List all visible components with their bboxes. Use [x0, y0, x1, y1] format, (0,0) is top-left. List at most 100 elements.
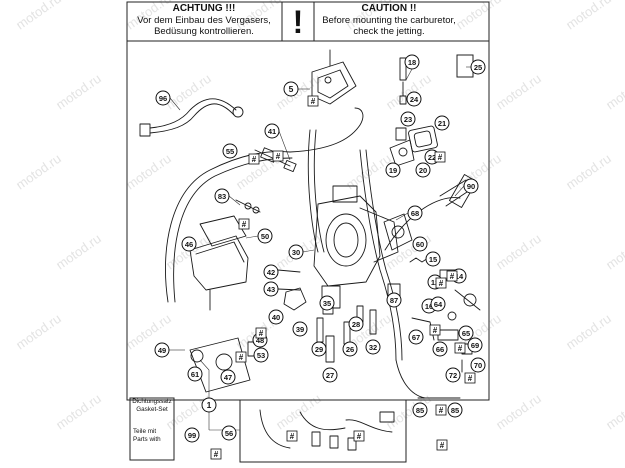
carb-throttle-side: [359, 207, 399, 263]
watermark-text: motod.ru: [563, 151, 614, 193]
watermark-text: motod.ru: [603, 231, 625, 273]
callout-number: 25: [474, 63, 482, 72]
callout-circle: [263, 281, 279, 297]
callout-circle: [283, 81, 299, 97]
hotstart-90: [439, 179, 471, 207]
watermark-text: motod.ru: [123, 151, 174, 193]
marker-hash: #: [259, 329, 264, 338]
marker-box: [235, 351, 247, 363]
watermark-text: motod.ru: [493, 231, 544, 273]
callout-number: 85: [416, 406, 424, 415]
warning-english-line2: check the jetting.: [353, 26, 425, 37]
callout-circle: [288, 244, 304, 260]
marker-box: [435, 404, 447, 416]
callout-90: 90: [463, 178, 479, 194]
callout-25: 25: [470, 59, 486, 75]
leader-90: [454, 185, 465, 197]
callout-circle: [445, 367, 461, 383]
callout-circle: [319, 295, 335, 311]
gasket-set-legend: Dichtungssatz Gasket-Set Teile mit Parts…: [132, 398, 172, 458]
watermark-text: motod.ru: [53, 391, 104, 433]
gasket-set-marker: #: [272, 150, 284, 162]
callout-18: 18: [404, 54, 420, 70]
callout-96: 96: [155, 90, 171, 106]
callout-circle: [430, 296, 446, 312]
watermark-text: motod.ru: [563, 311, 614, 353]
callout-number: 29: [315, 345, 323, 354]
hose-rear: [384, 197, 461, 251]
callout-circle: [221, 425, 237, 441]
gasket-set-marker: #: [248, 153, 260, 165]
callout-number: 39: [296, 325, 304, 334]
callout-72: 72: [445, 367, 461, 383]
marker-box: [434, 151, 446, 163]
marker-hash: #: [311, 97, 316, 106]
marker-hash: #: [357, 432, 362, 441]
marker-box: [464, 372, 476, 384]
vent-hose-center: [307, 129, 319, 253]
callout-number: 83: [218, 192, 226, 201]
gasket-frame: [239, 399, 407, 463]
watermark-text: motod.ru: [603, 71, 625, 113]
marker-hash: #: [252, 155, 257, 164]
pump-rod-41: [254, 149, 291, 167]
watermark-text: motod.ru: [563, 0, 614, 32]
callout-29: 29: [311, 341, 327, 357]
callout-66: 66: [432, 341, 448, 357]
callout-circle: [222, 143, 238, 159]
callout-83: 83: [214, 188, 230, 204]
leader-1: [199, 359, 210, 398]
callout-69: 69: [467, 337, 483, 353]
callout-number: 50: [261, 232, 269, 241]
warning-german-line1: Vor dem Einbau des Vergasers,: [137, 15, 271, 26]
callout-circle: [407, 205, 423, 221]
callout-30: 30: [288, 244, 304, 260]
callout-40: 40: [268, 309, 284, 325]
callout-number: 40: [272, 313, 280, 322]
callout-number: 41: [268, 127, 276, 136]
callout-circle: [155, 90, 171, 106]
callout-number: 49: [158, 346, 166, 355]
callout-number: 16: [425, 302, 433, 311]
leader-18: [405, 68, 413, 81]
callout-20: 20: [415, 162, 431, 178]
parts-with-en: Parts with: [133, 436, 161, 443]
gasket-hose-3: [345, 419, 393, 433]
screw-83: [235, 199, 261, 213]
callout-circle: [432, 341, 448, 357]
callout-number: 1: [207, 400, 212, 410]
callout-circle: [181, 236, 197, 252]
marker-hash: #: [242, 220, 247, 229]
marker-hash: #: [239, 353, 244, 362]
kit-frame: [129, 397, 175, 461]
callout-number: 19: [389, 166, 397, 175]
gasket-set-marker: #: [446, 270, 458, 282]
callout-circle: [412, 236, 428, 252]
callout-circle: [425, 251, 441, 267]
screw-83-head2: [252, 206, 260, 214]
warning-german-line2: Bedüsung kontrollieren.: [154, 26, 254, 37]
callout-circle: [214, 188, 230, 204]
marker-box: [429, 324, 441, 336]
callout-1: 1: [201, 397, 217, 413]
callout-number: 85: [451, 406, 459, 415]
callout-circle: [342, 341, 358, 357]
marker-box: [454, 342, 466, 354]
warning-english-title: CAUTION !!: [361, 3, 417, 14]
callout-41: 41: [264, 123, 280, 139]
callout-number: 30: [292, 248, 300, 257]
callout-56: 56: [221, 425, 237, 441]
callout-number: 64: [434, 300, 443, 309]
callout-46: 46: [181, 236, 197, 252]
watermark-text: motod.ru: [603, 391, 625, 433]
callout-number: 26: [346, 345, 354, 354]
callout-circle: [447, 402, 463, 418]
marker-box: [446, 270, 458, 282]
marker-box: [238, 218, 250, 230]
leader-83: [228, 195, 241, 206]
callout-64: 64: [430, 296, 446, 312]
screw-83-head: [244, 202, 252, 210]
top-cover-5: [311, 61, 357, 105]
marker-hash: #: [438, 153, 443, 162]
callout-number: 5: [289, 84, 294, 94]
